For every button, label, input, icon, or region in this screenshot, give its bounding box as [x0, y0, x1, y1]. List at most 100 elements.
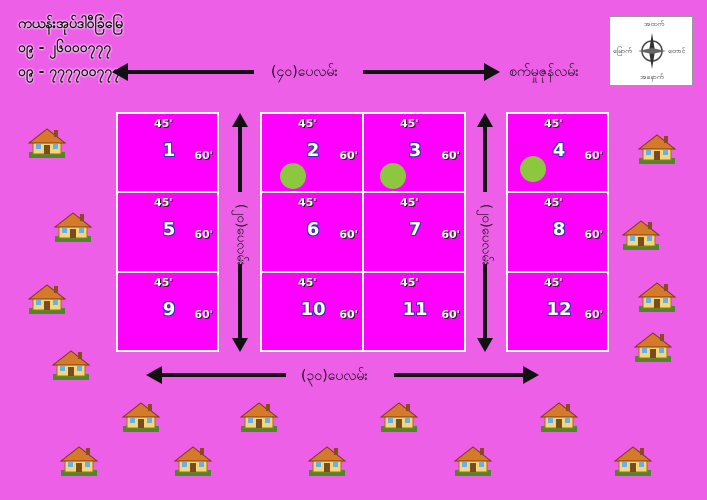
block-right: 45' 4 60' 45' 8 60' 45' 12 60' — [506, 112, 609, 352]
plot-width-label: 45' — [154, 196, 173, 209]
house-icon — [58, 444, 100, 478]
house-icon — [632, 330, 674, 364]
tree-icon — [280, 163, 306, 189]
block-left: 45' 1 60' 45' 5 60' 45' 9 60' — [116, 112, 219, 352]
arrow-right-icon — [484, 63, 500, 81]
tree-icon — [520, 156, 546, 182]
road-arrow-top-left — [126, 70, 254, 74]
road-arrow-right-vertical-top — [483, 126, 487, 192]
compass-west-label: မြောက် — [613, 47, 632, 55]
house-icon — [238, 400, 280, 434]
road-arrow-right-vertical-bottom — [483, 264, 487, 340]
header-title: ကယန်းအုပ်ဒါဝီခြံမြေ — [18, 16, 123, 32]
arrow-up-icon — [232, 113, 248, 127]
plot-depth-label: 60' — [194, 308, 213, 321]
road-arrow-top-right — [363, 70, 485, 74]
plot-4[interactable]: 45' 4 60' — [507, 113, 608, 192]
plot-3[interactable]: 45' 3 60' — [363, 113, 465, 192]
plot-8[interactable]: 45' 8 60' — [507, 192, 608, 272]
house-icon — [620, 218, 662, 252]
plot-9[interactable]: 45' 9 60' — [117, 272, 218, 351]
compass-north-label: အထက် — [644, 20, 665, 28]
plot-5[interactable]: 45' 5 60' — [117, 192, 218, 272]
plot-number: 2 — [306, 140, 320, 161]
house-icon — [120, 400, 162, 434]
header-phone-2: ၀၉ - ၇၇၇၇၀၀၇၇၇ — [18, 64, 121, 80]
plot-2[interactable]: 45' 2 60' — [261, 113, 363, 192]
plot-width-label: 45' — [154, 117, 173, 130]
header-phone-1: ၀၉ - ၂၆၀၀၀၇၇၇ — [18, 40, 112, 56]
plot-depth-label: 60' — [339, 308, 358, 321]
compass-south-label: အနောက် — [640, 73, 664, 81]
plot-depth-label: 60' — [194, 149, 213, 162]
arrow-left-icon — [112, 63, 128, 81]
plot-width-label: 45' — [298, 276, 317, 289]
plot-number: 1 — [162, 140, 176, 161]
plot-number: 5 — [162, 219, 176, 240]
house-icon — [636, 132, 678, 166]
plot-width-label: 45' — [544, 196, 563, 209]
road-arrow-bottom-left — [160, 373, 286, 377]
house-icon — [306, 444, 348, 478]
road-label-top: (၄၀)ပေလမ်း — [271, 64, 338, 80]
house-icon — [636, 280, 678, 314]
road-arrow-bottom-right — [394, 373, 524, 377]
house-icon — [538, 400, 580, 434]
plot-11[interactable]: 45' 11 60' — [363, 272, 465, 351]
plot-width-label: 45' — [298, 196, 317, 209]
plot-width-label: 45' — [400, 276, 419, 289]
road-label-right-vertical: (၂၀)ပေလမ်း — [478, 203, 494, 266]
plot-number: 12 — [546, 299, 572, 320]
road-label-top-right: စက်မှုဇုန်လမ်း — [509, 64, 579, 80]
plot-7[interactable]: 45' 7 60' — [363, 192, 465, 272]
plot-number: 8 — [552, 219, 566, 240]
plot-12[interactable]: 45' 12 60' — [507, 272, 608, 351]
arrow-right-icon — [523, 366, 539, 384]
plot-number: 4 — [552, 140, 566, 161]
road-arrow-left-vertical-bottom — [238, 264, 242, 340]
house-icon — [50, 348, 92, 382]
plot-depth-label: 60' — [339, 149, 358, 162]
compass-east-label: တောင် — [668, 47, 686, 55]
plot-depth-label: 60' — [441, 149, 460, 162]
house-icon — [26, 282, 68, 316]
arrow-down-icon — [477, 338, 493, 352]
plot-number: 10 — [300, 299, 326, 320]
arrow-up-icon — [477, 113, 493, 127]
plot-width-label: 45' — [154, 276, 173, 289]
arrow-left-icon — [146, 366, 162, 384]
plot-width-label: 45' — [544, 276, 563, 289]
house-icon — [52, 210, 94, 244]
plot-depth-label: 60' — [441, 228, 460, 241]
plot-depth-label: 60' — [194, 228, 213, 241]
plot-width-label: 45' — [544, 117, 563, 130]
plot-6[interactable]: 45' 6 60' — [261, 192, 363, 272]
plot-width-label: 45' — [298, 117, 317, 130]
plot-depth-label: 60' — [584, 228, 603, 241]
plot-depth-label: 60' — [339, 228, 358, 241]
road-label-bottom: (၃၀)ပေလမ်း — [301, 368, 368, 384]
house-icon — [452, 444, 494, 478]
plot-number: 9 — [162, 299, 176, 320]
plot-depth-label: 60' — [584, 149, 603, 162]
compass-panel: အထက် မြောက် တောင် အနောက် — [609, 16, 693, 86]
arrow-down-icon — [232, 338, 248, 352]
plot-number: 7 — [408, 219, 422, 240]
road-arrow-left-vertical-top — [238, 126, 242, 192]
plot-1[interactable]: 45' 1 60' — [117, 113, 218, 192]
plot-number: 3 — [408, 140, 422, 161]
block-center: 45' 2 60' 45' 3 60' 45' 6 60' 45' 7 60' … — [260, 112, 466, 352]
plot-number: 6 — [306, 219, 320, 240]
plot-width-label: 45' — [400, 117, 419, 130]
compass-icon — [638, 33, 666, 69]
house-icon — [26, 126, 68, 160]
house-icon — [612, 444, 654, 478]
plot-width-label: 45' — [400, 196, 419, 209]
house-icon — [172, 444, 214, 478]
house-icon — [378, 400, 420, 434]
plot-number: 11 — [402, 299, 428, 320]
plot-depth-label: 60' — [441, 308, 460, 321]
plot-depth-label: 60' — [584, 308, 603, 321]
plot-10[interactable]: 45' 10 60' — [261, 272, 363, 351]
tree-icon — [380, 163, 406, 189]
